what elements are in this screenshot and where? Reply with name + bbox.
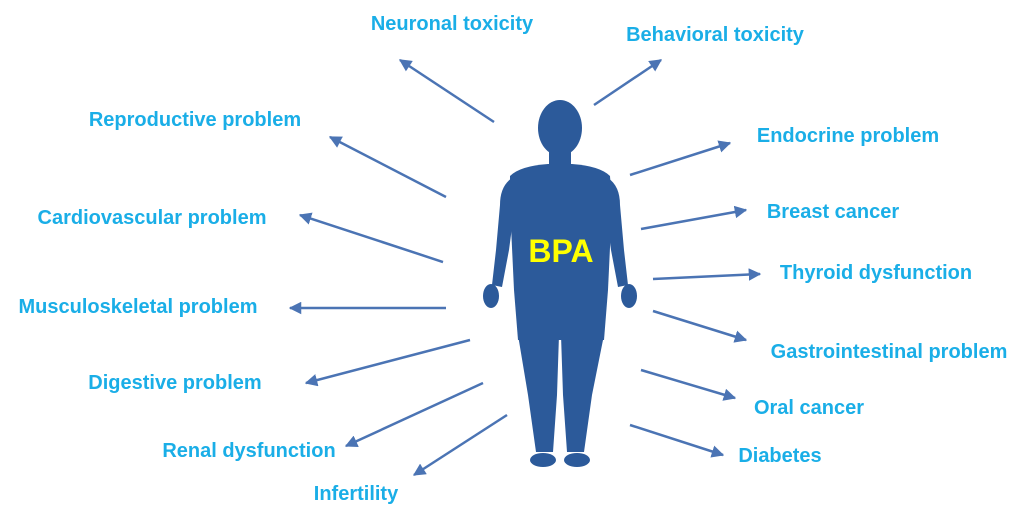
figure-left-arm: [492, 178, 514, 287]
figure-right-arm: [606, 178, 628, 287]
label-endocrine-problem: Endocrine problem: [757, 125, 939, 147]
arrow-renal-dysfunction: [346, 383, 483, 446]
label-renal-dysfunction: Renal dysfunction: [162, 440, 335, 462]
arrow-gastrointestinal-problem: [653, 311, 746, 340]
arrow-neuronal-toxicity: [400, 60, 494, 122]
arrow-cardiovascular-problem: [300, 215, 443, 262]
label-neuronal-toxicity: Neuronal toxicity: [371, 13, 534, 35]
label-diabetes: Diabetes: [738, 445, 821, 467]
bpa-label: BPA: [528, 233, 593, 269]
arrow-infertility: [414, 415, 507, 475]
label-breast-cancer: Breast cancer: [767, 201, 900, 223]
label-gastrointestinal-problem: Gastrointestinal problem: [771, 341, 1008, 363]
figure-head: [538, 100, 582, 156]
figure-left-hand: [483, 284, 499, 308]
arrow-diabetes: [630, 425, 723, 455]
label-cardiovascular-problem: Cardiovascular problem: [38, 207, 267, 229]
label-digestive-problem: Digestive problem: [88, 372, 261, 394]
figure-right-hand: [621, 284, 637, 308]
label-infertility: Infertility: [314, 483, 399, 505]
label-thyroid-dysfunction: Thyroid dysfunction: [780, 262, 972, 284]
arrow-breast-cancer: [641, 210, 746, 229]
arrow-endocrine-problem: [630, 143, 730, 175]
human-body-figure: [483, 100, 637, 467]
label-behavioral-toxicity: Behavioral toxicity: [626, 24, 805, 46]
arrow-behavioral-toxicity: [594, 60, 661, 105]
figure-right-foot: [564, 453, 590, 467]
figure-left-leg: [518, 335, 559, 452]
arrow-thyroid-dysfunction: [653, 274, 760, 279]
figure-right-leg: [561, 335, 604, 452]
arrow-digestive-problem: [306, 340, 470, 383]
figure-left-foot: [530, 453, 556, 467]
label-musculoskeletal-problem: Musculoskeletal problem: [19, 296, 258, 318]
arrow-reproductive-problem: [330, 137, 446, 197]
label-reproductive-problem: Reproductive problem: [89, 109, 301, 131]
arrow-oral-cancer: [641, 370, 735, 398]
label-oral-cancer: Oral cancer: [754, 397, 864, 419]
